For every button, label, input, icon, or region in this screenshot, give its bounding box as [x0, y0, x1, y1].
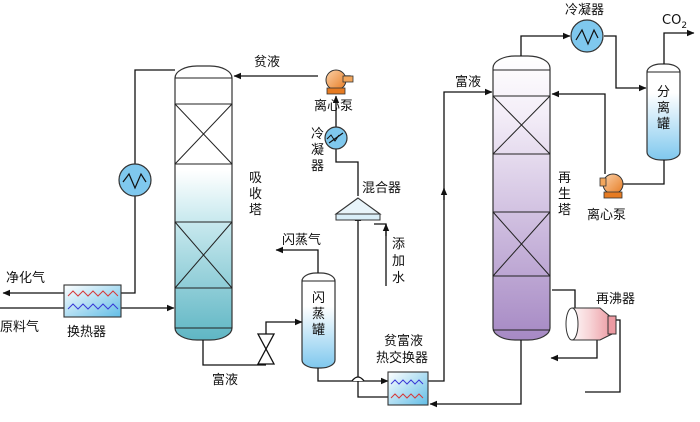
hx-label-line-2: 热交换器 [376, 350, 428, 366]
regenerator-label: 再 生 塔 [558, 171, 571, 218]
absorber-tower [174, 65, 233, 341]
reflux-line [551, 90, 606, 174]
regen-vapor-line [520, 32, 571, 56]
condenser-to-separator [604, 35, 647, 92]
svg-text:塔: 塔 [558, 203, 571, 218]
rich-to-regenerator [428, 88, 493, 382]
svg-text:生: 生 [558, 187, 571, 202]
svg-text:再: 再 [558, 171, 571, 186]
lean-to-hx [429, 340, 522, 408]
valve-to-flash [265, 318, 303, 334]
co2-outlet [663, 29, 695, 64]
svg-text:塔: 塔 [249, 203, 262, 218]
flash-to-hx [317, 368, 389, 385]
absorber-label: 吸 收 塔 [249, 171, 262, 218]
condenser-icon [118, 163, 152, 197]
add-water-line [374, 223, 387, 286]
svg-text:分: 分 [657, 85, 670, 100]
heat-exchanger-icon [63, 284, 122, 318]
svg-text:收: 收 [249, 187, 262, 202]
flash-gas-line [275, 246, 319, 273]
svg-text:冷: 冷 [311, 127, 324, 142]
reboiler-vapor-return [552, 289, 576, 310]
rich-liquid-top-label: 富液 [455, 74, 481, 90]
purified-gas-label: 净化气 [6, 270, 45, 286]
svg-text:蒸: 蒸 [312, 307, 325, 322]
svg-text:水: 水 [392, 271, 405, 286]
svg-text:闪: 闪 [312, 291, 325, 306]
svg-text:加: 加 [392, 254, 405, 269]
pump-2-label: 离心泵 [587, 207, 626, 223]
add-water-label: 添 加 水 [392, 237, 405, 286]
svg-text:凝: 凝 [311, 142, 324, 158]
valve-icon [256, 333, 276, 365]
rich-liquid-bottom-label: 富液 [212, 372, 238, 388]
svg-text:罐: 罐 [312, 323, 325, 338]
flash-gas-label: 闪蒸气 [282, 232, 321, 248]
svg-text:器: 器 [311, 159, 324, 174]
purified-gas-line [134, 69, 175, 164]
mixer-label: 混合器 [362, 181, 401, 196]
svg-text:吸: 吸 [249, 171, 262, 186]
feed-gas-label: 原料气 [0, 319, 39, 335]
lean-liquid-label: 贫液 [254, 54, 280, 70]
regenerator-tower [492, 55, 551, 341]
reboiler-label: 再沸器 [596, 292, 635, 307]
pump-1-label: 离心泵 [314, 98, 353, 114]
condenser-icon [570, 19, 604, 53]
pump-icon [599, 173, 624, 199]
svg-text:罐: 罐 [657, 117, 670, 132]
hx-to-mixer [354, 213, 388, 398]
heat-exchanger-label: 换热器 [67, 325, 106, 340]
svg-text:离: 离 [657, 100, 670, 116]
condenser-icon [324, 126, 348, 150]
separator-to-pump [622, 160, 665, 185]
line-crossing [351, 376, 365, 382]
svg-text:添: 添 [392, 237, 405, 252]
separator-label: 分 离 罐 [657, 85, 670, 132]
condenser-top-label: 冷凝器 [565, 2, 604, 18]
reboiler [565, 307, 617, 341]
mixer [334, 197, 382, 221]
flash-tank-label: 闪 蒸 罐 [312, 291, 325, 338]
rich-liquid-line [202, 340, 266, 366]
mixer-to-condenser [335, 148, 359, 196]
condenser-mid-label: 冷 凝 器 [311, 127, 324, 174]
heat-exchanger-icon [387, 371, 429, 406]
purified-gas-line-2 [121, 196, 136, 294]
pump-icon [325, 69, 354, 95]
co2-label: CO2 [662, 13, 687, 31]
hx-label-line-1: 贫富液 [384, 333, 423, 349]
